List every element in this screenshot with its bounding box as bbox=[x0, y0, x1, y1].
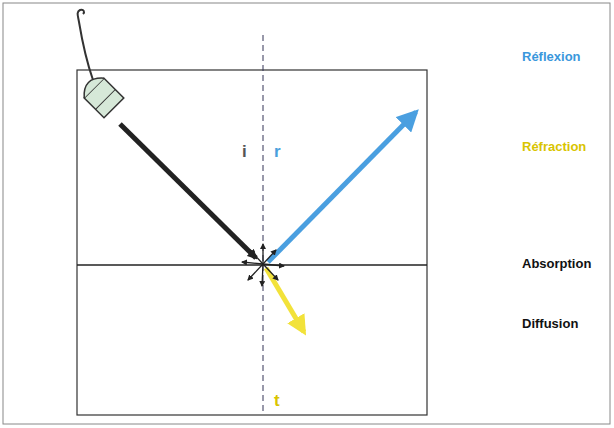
legend-term: Réfraction bbox=[522, 140, 586, 154]
medium-frame bbox=[77, 70, 427, 415]
legend-term: Réflexion bbox=[522, 50, 581, 64]
incident-ray bbox=[120, 124, 256, 258]
refracted-ray bbox=[266, 268, 304, 332]
angle-label: r bbox=[274, 143, 281, 162]
legend-term: Diffusion bbox=[522, 317, 578, 331]
normal-line bbox=[263, 35, 264, 415]
interface-line bbox=[77, 264, 427, 266]
angle-label: i bbox=[242, 143, 247, 162]
legend-term: Absorption bbox=[522, 257, 591, 271]
light-probe bbox=[79, 73, 124, 118]
outer-frame bbox=[3, 3, 610, 424]
reflected-ray bbox=[268, 112, 416, 262]
angle-label: t bbox=[274, 392, 280, 411]
diffusion-arrows bbox=[242, 244, 284, 286]
probe-cable bbox=[78, 10, 93, 80]
